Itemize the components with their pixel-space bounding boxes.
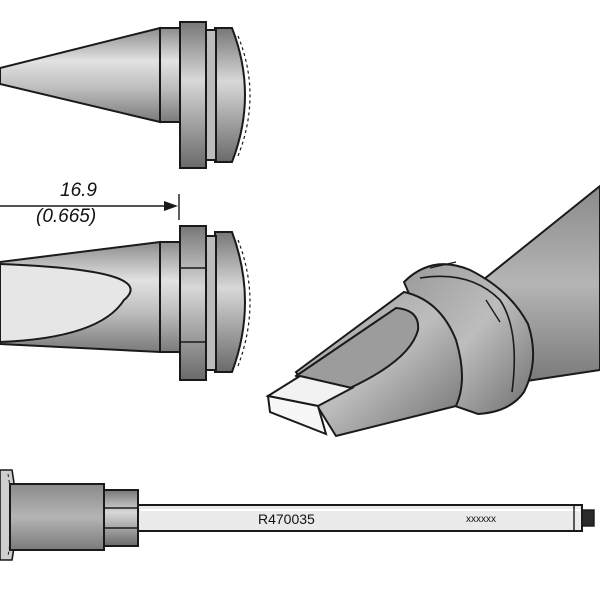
top-ring — [205, 29, 217, 161]
dimension-metric: 16.9 — [60, 180, 97, 201]
side-dome-dash — [237, 239, 251, 367]
iso-collar-flat — [429, 261, 501, 323]
marking-label: xxxxxx — [466, 514, 496, 525]
side-collar — [179, 225, 207, 381]
top-dome-dash — [237, 35, 251, 157]
tip-side-view — [0, 225, 251, 381]
side-blade-face — [0, 262, 132, 344]
iso-chisel-face — [294, 306, 420, 396]
top-barrel — [159, 27, 181, 123]
full-body — [9, 483, 105, 551]
tip-full-length-view: R470035 xxxxxx — [0, 469, 595, 561]
side-barrel — [159, 241, 181, 353]
full-shaft — [137, 504, 583, 532]
iso-tip-front — [266, 394, 328, 436]
side-ring — [205, 235, 217, 371]
tip-top-view — [0, 21, 251, 169]
dimension-imperial: (0.665) — [36, 206, 96, 227]
full-nut — [103, 489, 139, 547]
top-cone — [0, 26, 161, 124]
full-shaft-end — [581, 509, 595, 527]
top-dome — [214, 27, 246, 163]
side-dome — [214, 231, 246, 373]
part-number-label: R470035 — [258, 511, 315, 527]
dimension-arrowhead — [164, 201, 178, 211]
tip-isometric-view — [265, 184, 600, 438]
top-collar — [179, 21, 207, 169]
dimension-annotation: 16.9 (0.665) — [0, 180, 180, 227]
iso-collar-inner — [419, 275, 516, 393]
